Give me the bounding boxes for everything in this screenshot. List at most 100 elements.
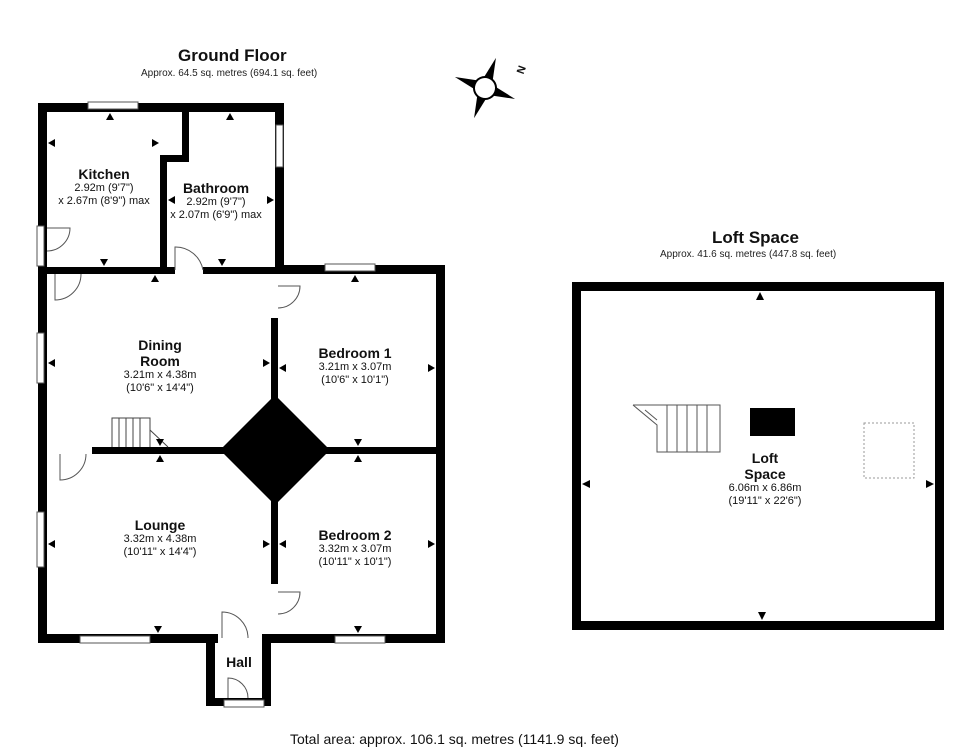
- arrow-bath-left: [168, 196, 175, 204]
- window-dining: [36, 332, 45, 384]
- arrow-lounge-right: [263, 540, 270, 548]
- door-bathroom: [174, 246, 204, 271]
- loft-dim1: 6.06m x 6.86m: [728, 482, 802, 494]
- lounge-name: Lounge: [134, 517, 186, 533]
- arrow-kitchen-left: [48, 139, 55, 147]
- door-kitchen-external: [46, 227, 71, 252]
- door-hall-front: [227, 677, 249, 699]
- bedroom2-dim2: (10'11" x 10'1"): [318, 556, 392, 568]
- door-bedroom1: [277, 285, 301, 309]
- bedroom1-name: Bedroom 1: [318, 345, 392, 361]
- arrow-bed1-bottom: [354, 439, 362, 446]
- arrow-loft-right: [926, 480, 934, 488]
- window-kitchen-side: [36, 225, 45, 267]
- arrow-dining-right: [263, 359, 270, 367]
- arrow-dining-bottom: [156, 439, 164, 446]
- arrow-loft-top: [756, 292, 764, 300]
- room-label-lounge: Lounge 3.32m x 4.38m (10'11" x 14'4"): [100, 517, 220, 559]
- arrow-kitchen-bottom: [100, 259, 108, 266]
- dining-lounge-wall: [92, 447, 282, 454]
- bathroom-dim2: x 2.07m (6'9") max: [170, 209, 262, 221]
- stairs-loft: [632, 404, 721, 453]
- dimension-arrows: [48, 113, 934, 633]
- door-lounge: [59, 453, 87, 481]
- window-kitchen: [87, 101, 139, 110]
- bathroom-dining-wall: [203, 267, 278, 274]
- arrow-bed1-top: [351, 275, 359, 282]
- kitchen-name: Kitchen: [78, 166, 130, 182]
- room-label-bedroom1: Bedroom 1 3.21m x 3.07m (10'6" x 10'1"): [295, 345, 415, 387]
- window-bedroom1: [324, 263, 376, 272]
- loft-dim2: (19'11" x 22'6"): [728, 495, 802, 507]
- dining-name1: Dining: [138, 337, 182, 353]
- window-lounge-side: [36, 511, 45, 568]
- bedroom2-name: Bedroom 2: [318, 527, 392, 543]
- loft-name1: Loft: [751, 450, 779, 466]
- room-label-loft: Loft Space 6.06m x 6.86m (19'11" x 22'6"…: [700, 450, 830, 508]
- loft-wall-bottom: [572, 621, 944, 630]
- stairs-ground: [111, 417, 169, 448]
- arrow-loft-left: [582, 480, 590, 488]
- arrow-bed2-right: [428, 540, 435, 548]
- lounge-dim2: (10'11" x 14'4"): [123, 546, 197, 558]
- door-kitchen-dining: [54, 273, 82, 301]
- outer-wall-top-left: [38, 103, 282, 112]
- kitchen-dim1: 2.92m (9'7"): [74, 182, 134, 194]
- bathroom-name: Bathroom: [182, 180, 250, 196]
- arrow-bed2-bottom: [354, 626, 362, 633]
- arrow-bed1-left: [279, 364, 286, 372]
- dining-dim2: (10'6" x 14'4"): [126, 382, 194, 394]
- dining-name2: Room: [140, 353, 180, 369]
- kitchen-dim2: x 2.67m (8'9") max: [58, 195, 150, 207]
- window-lounge: [79, 635, 151, 644]
- loft-hatch: [750, 408, 795, 436]
- door-group: [46, 227, 301, 699]
- arrow-bed2-top: [354, 455, 362, 462]
- room-label-bedroom2: Bedroom 2 3.32m x 3.07m (10'11" x 10'1"): [295, 527, 415, 569]
- loft-wall-right: [935, 282, 944, 630]
- lounge-dim1: 3.32m x 4.38m: [123, 533, 197, 545]
- outer-wall-kitchen-bathroom-top-right: [275, 103, 284, 273]
- loft-stairs-treads: [644, 405, 708, 452]
- compass-icon: [454, 57, 516, 119]
- arrow-bed2-left: [279, 540, 286, 548]
- room-label-dining: Dining Room 3.21m x 4.38m (10'6" x 14'4"…: [100, 337, 220, 395]
- stairs-treads: [118, 418, 169, 448]
- hall-wall-right: [262, 634, 271, 706]
- chimney-breast: [220, 395, 330, 505]
- arrow-lounge-left: [48, 540, 55, 548]
- arrow-dining-left: [48, 359, 55, 367]
- room-label-kitchen: Kitchen 2.92m (9'7") x 2.67m (8'9") max: [44, 166, 164, 208]
- bedroom1-dim2: (10'6" x 10'1"): [321, 374, 389, 386]
- arrow-lounge-top: [156, 455, 164, 462]
- bedroom2-dim1: 3.32m x 3.07m: [318, 543, 392, 555]
- window-bathroom: [275, 124, 284, 168]
- arrow-bath-top: [226, 113, 234, 120]
- loft-wall-left: [572, 282, 581, 630]
- arrow-dining-top: [151, 275, 159, 282]
- bathroom-dim1: 2.92m (9'7"): [186, 196, 246, 208]
- window-hall: [223, 699, 265, 708]
- dining-dim1: 3.21m x 4.38m: [123, 369, 197, 381]
- kitchen-bathroom-wall-joint: [160, 155, 189, 162]
- loft-stairs-outline: [632, 404, 721, 453]
- bedroom1-dim1: 3.21m x 3.07m: [318, 361, 392, 373]
- dining-bedroom1-wall: [271, 318, 278, 450]
- kitchen-bathroom-wall-top: [182, 112, 189, 162]
- total-area: Total area: approx. 106.1 sq. metres (11…: [290, 731, 619, 747]
- kitchen-bathroom-wall: [160, 157, 167, 273]
- room-label-hall: Hall: [226, 654, 252, 670]
- loft-title: Loft Space: [712, 228, 799, 247]
- door-hall-inner: [221, 611, 249, 639]
- bedroom1-bedroom2-wall: [271, 447, 441, 454]
- arrow-kitchen-top: [106, 113, 114, 120]
- loft-area: Approx. 41.6 sq. metres (447.8 sq. feet): [660, 249, 837, 260]
- hall-wall-left: [206, 634, 215, 706]
- window-bedroom2: [334, 635, 386, 644]
- stairs-outline: [111, 417, 151, 447]
- arrow-lounge-bottom: [154, 626, 162, 633]
- arrow-loft-bottom: [758, 612, 766, 620]
- arrow-kitchen-right: [152, 139, 159, 147]
- loft-wall-top: [572, 282, 944, 291]
